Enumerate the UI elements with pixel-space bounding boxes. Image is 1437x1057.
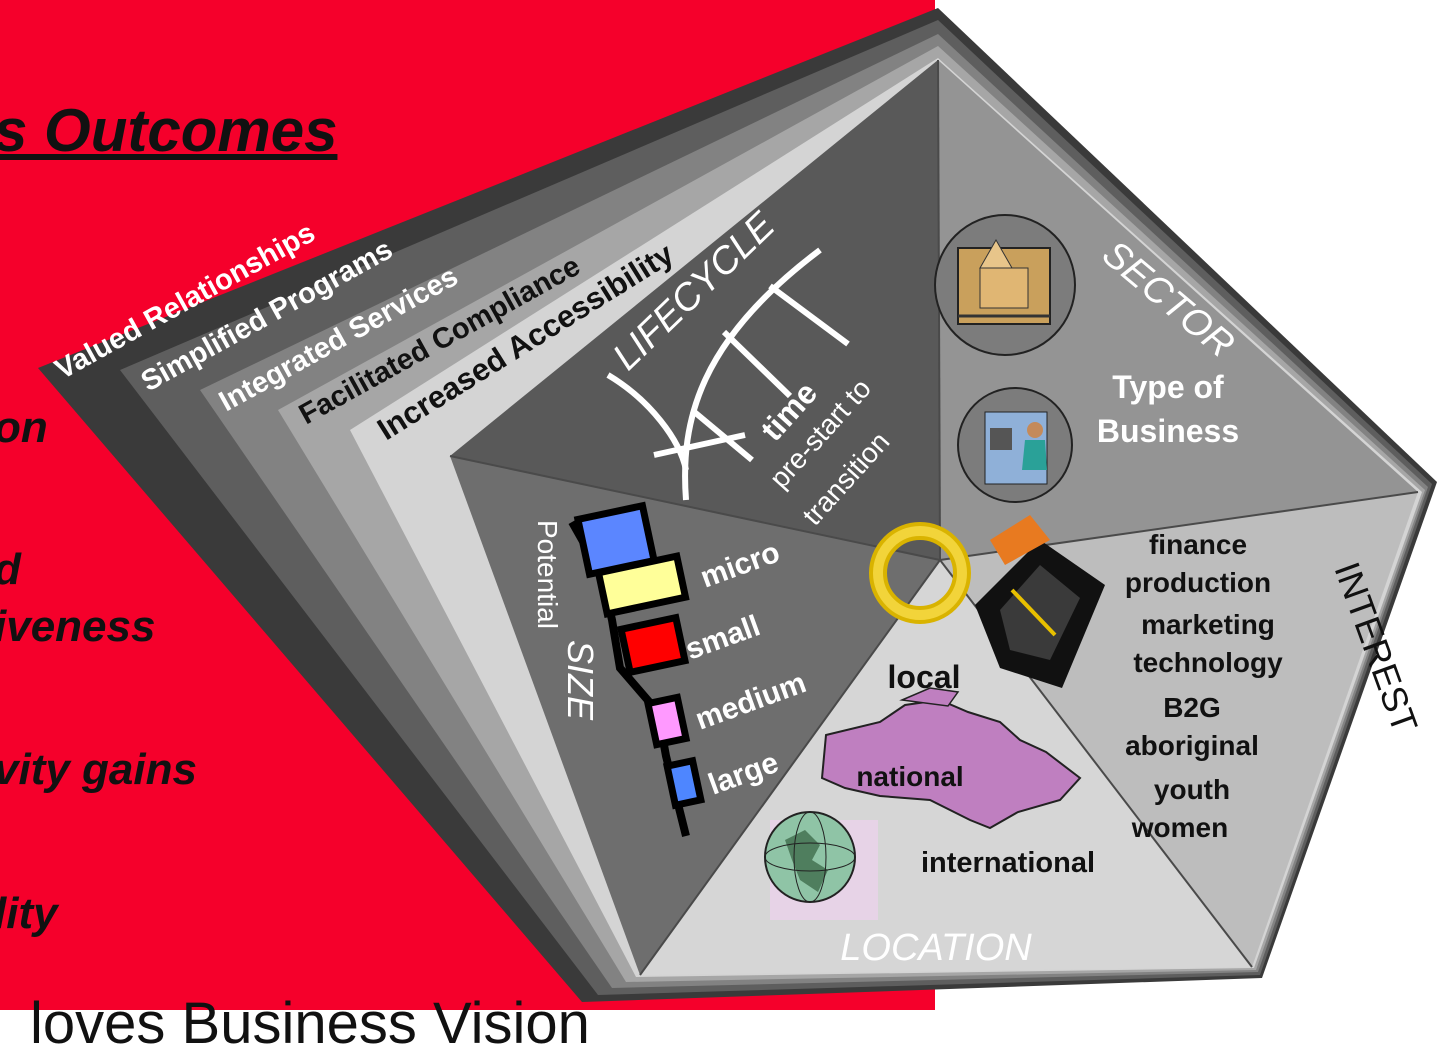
interest-item-finance: finance bbox=[1149, 529, 1247, 560]
sector-subtitle-2: Business bbox=[1097, 413, 1239, 449]
interest-item-production: production bbox=[1125, 567, 1271, 598]
interest-item-b2g: B2G bbox=[1163, 692, 1221, 723]
interest-item-women: women bbox=[1131, 812, 1228, 843]
size-bar-medium bbox=[616, 613, 690, 677]
location-item-local: local bbox=[888, 659, 961, 695]
outcome-item-4: vity gains bbox=[0, 745, 197, 794]
segment-lifecycle bbox=[450, 60, 940, 560]
outcome-item-2: d bbox=[0, 548, 21, 592]
globe-icon bbox=[764, 811, 878, 920]
pentagon-diagram: Valued Relationships Simplified Programs… bbox=[38, 8, 1437, 1002]
interest-item-youth: youth bbox=[1154, 774, 1230, 805]
box-clipart-icon bbox=[934, 214, 1076, 356]
location-item-international: international bbox=[921, 847, 1095, 879]
size-bar-extra bbox=[662, 756, 706, 810]
outcome-item-5: lity bbox=[0, 889, 58, 938]
outcome-item-1: on bbox=[0, 403, 48, 452]
location-item-national: national bbox=[856, 761, 963, 792]
interest-item-marketing: marketing bbox=[1141, 609, 1275, 640]
outcomes-title: s Outcomes bbox=[0, 97, 338, 164]
canada-map-icon bbox=[820, 687, 1082, 830]
tools-clipart-icon bbox=[975, 515, 1105, 688]
sector-subtitle-1: Type of bbox=[1112, 369, 1224, 405]
size-bar-large bbox=[643, 693, 691, 749]
outcome-item-3: iveness bbox=[0, 602, 156, 651]
cycle-arrows-icon bbox=[869, 522, 971, 624]
location-title: LOCATION bbox=[840, 927, 1032, 969]
interest-item-technology: technology bbox=[1133, 647, 1283, 678]
size-bar-small bbox=[594, 551, 690, 619]
segment-size bbox=[450, 456, 940, 975]
lifecycle-curve-icon bbox=[606, 247, 850, 501]
size-title: SIZE bbox=[560, 640, 601, 721]
size-subtitle: Potential bbox=[532, 520, 563, 629]
size-stair-icon bbox=[568, 501, 706, 837]
interest-item-aboriginal: aboriginal bbox=[1125, 730, 1259, 761]
computer-user-clipart-icon bbox=[957, 387, 1073, 503]
